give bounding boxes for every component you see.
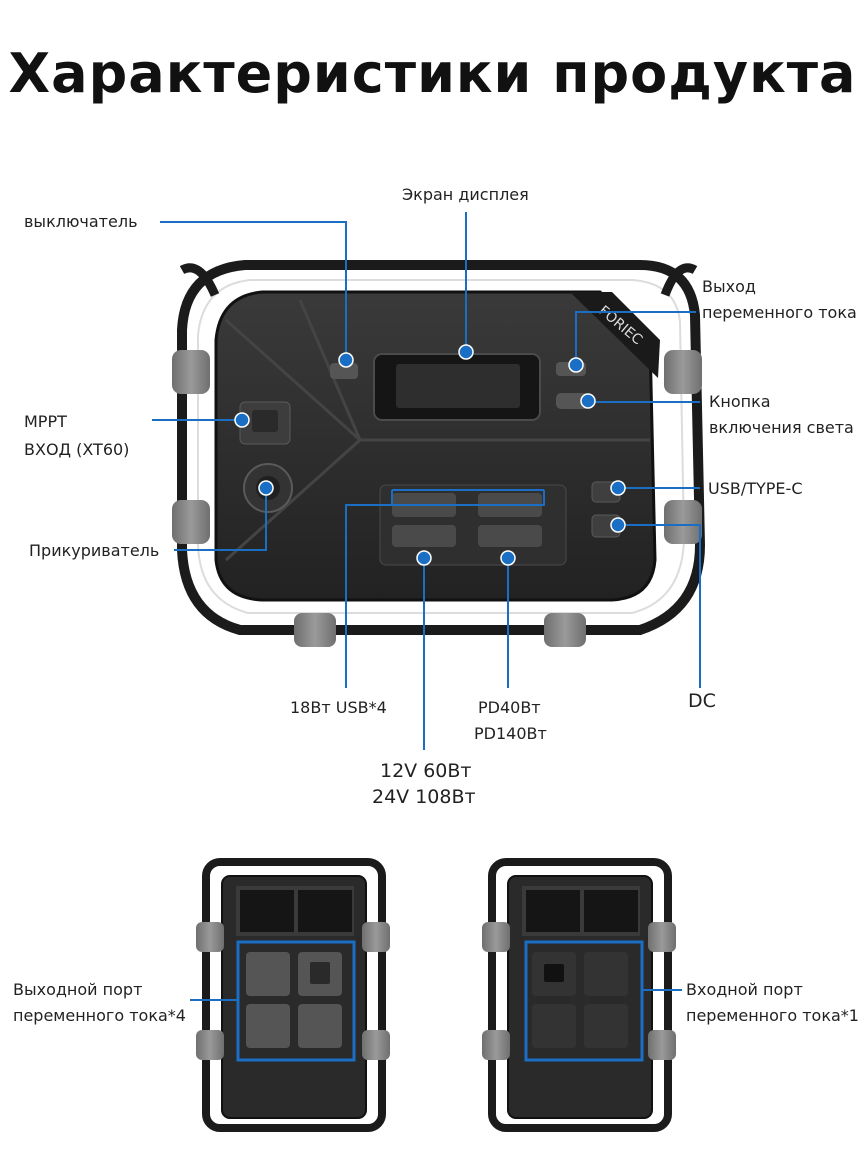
label-light-button-1: Кнопка [709, 392, 771, 411]
device-ac-input-view [482, 858, 676, 1132]
label-12v-2: 24V 108Вт [372, 786, 476, 808]
callout-lines [152, 212, 701, 750]
label-ac-in-port-2: переменного тока*1 [686, 1006, 859, 1025]
label-dc: DC [688, 690, 716, 712]
label-usb-18w: 18Вт USB*4 [290, 698, 387, 717]
page-title: Характеристики продукта [8, 42, 857, 105]
label-ac-in-port-1: Входной порт [686, 980, 803, 999]
callout-dots [234, 344, 626, 566]
label-ac-out-port-1: Выходной порт [13, 980, 143, 999]
label-pd-2: PD140Вт [474, 724, 547, 743]
label-mppt-2: ВХОД (XT60) [24, 440, 130, 459]
label-usb-type-c: USB/TYPE-C [708, 479, 803, 498]
main-device [172, 260, 706, 647]
label-ac-out-port-2: переменного тока*4 [13, 1006, 186, 1025]
label-light-button-2: включения света [709, 418, 854, 437]
label-mppt-1: MPPT [24, 412, 67, 431]
label-12v-1: 12V 60Вт [380, 760, 472, 782]
device-ac-output-view [196, 858, 390, 1132]
label-ac-output-1: Выход [702, 277, 756, 296]
label-power-switch: выключатель [24, 212, 138, 231]
label-ac-output-2: переменного тока [702, 303, 857, 322]
label-display-screen: Экран дисплея [402, 185, 529, 204]
label-pd-1: PD40Вт [478, 698, 541, 717]
label-car-charger: Прикуриватель [29, 541, 160, 560]
bottom-callout-lines [190, 989, 682, 1001]
